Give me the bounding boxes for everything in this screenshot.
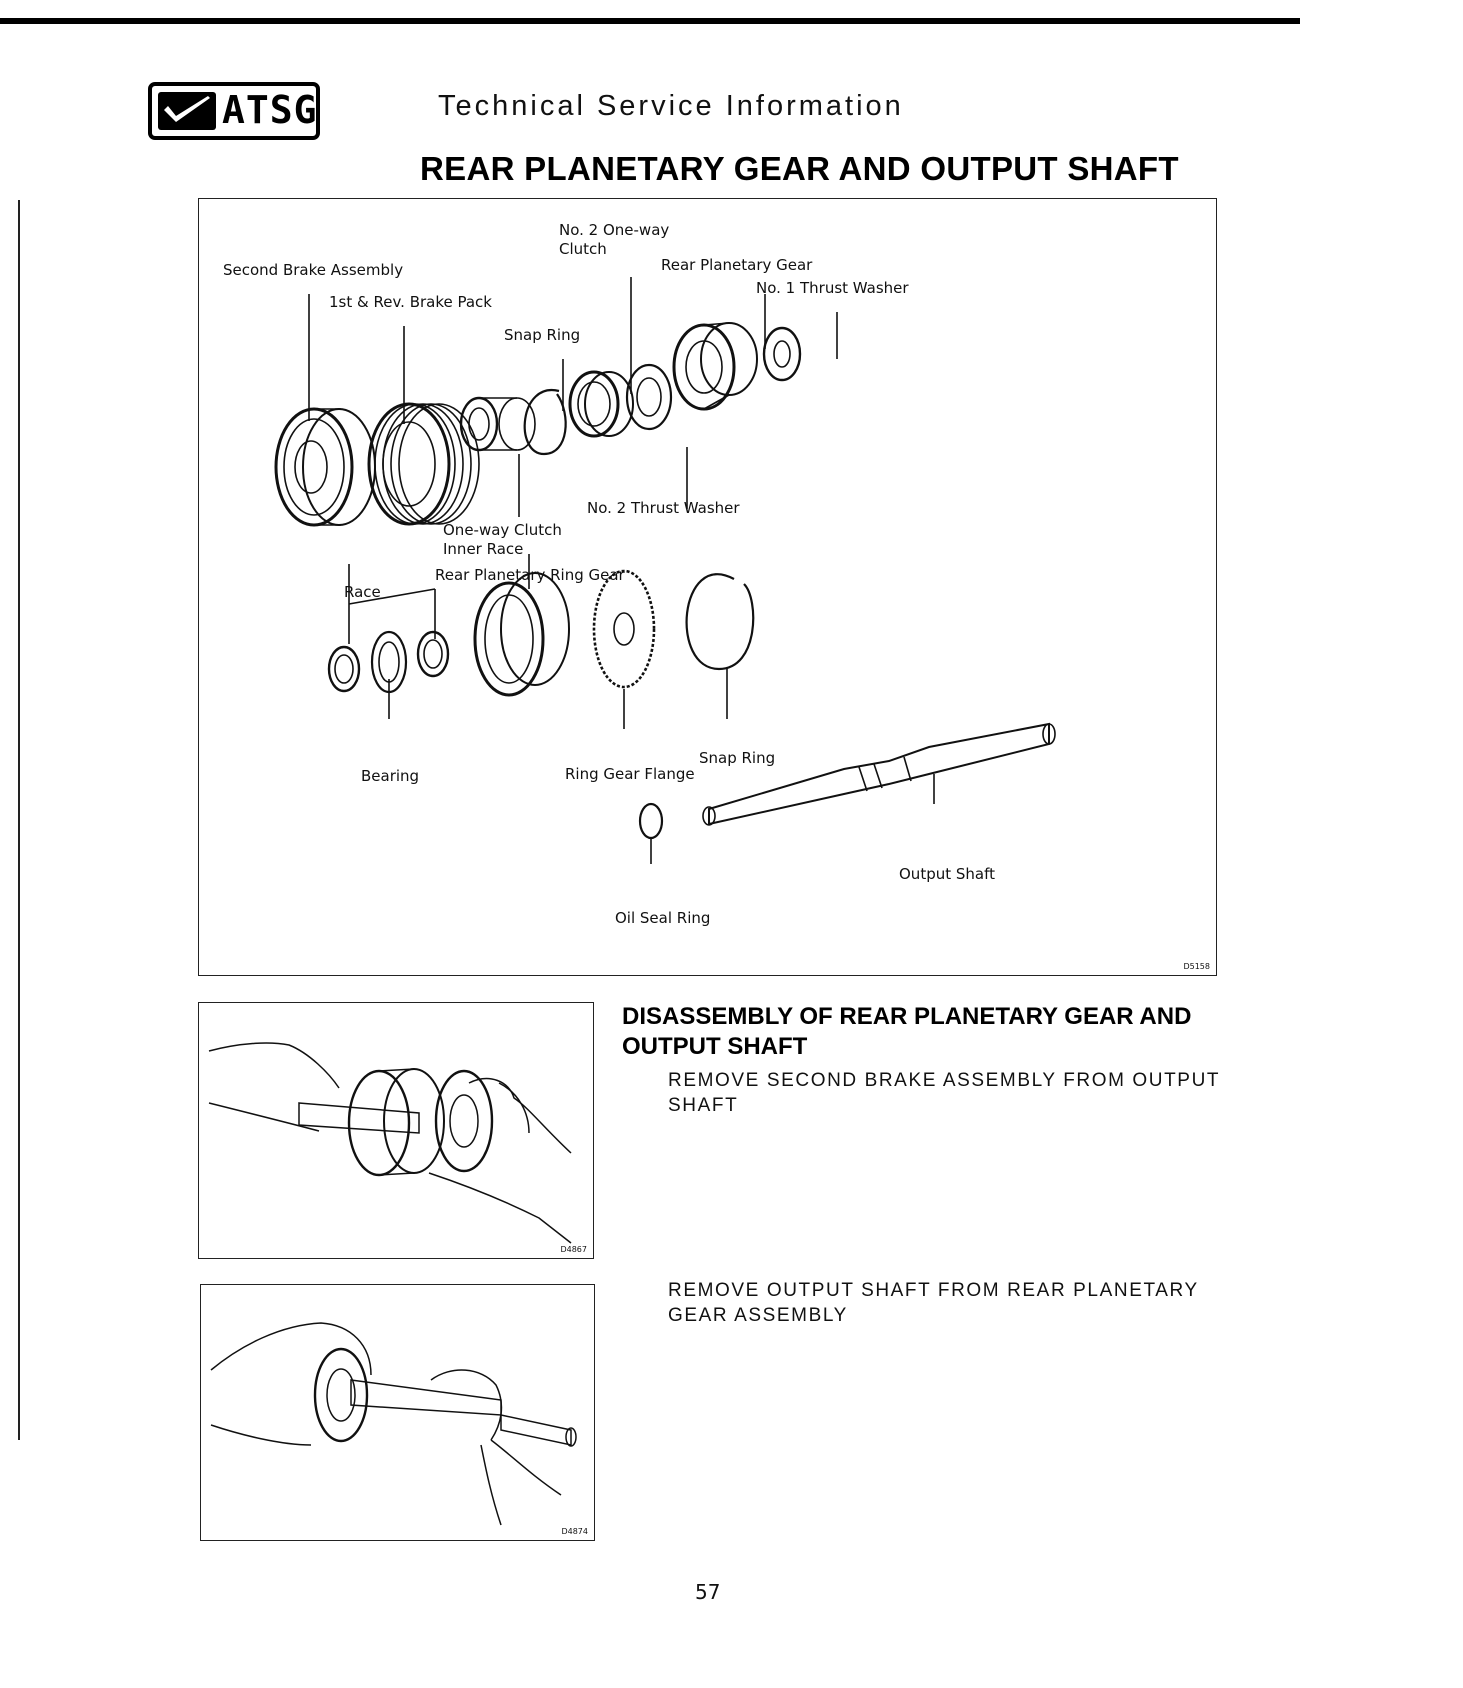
left-margin-rule	[18, 200, 20, 1440]
label-one-way-clutch-2-line2: Clutch	[559, 240, 607, 258]
diagram-figure-code: D5158	[1183, 962, 1210, 971]
page-number: 57	[695, 1580, 721, 1604]
label-snap-ring-bottom: Snap Ring	[699, 749, 776, 767]
atsg-logo: ATSG	[148, 82, 320, 140]
page-title: REAR PLANETARY GEAR AND OUTPUT SHAFT	[420, 150, 1179, 187]
checkmark-icon	[158, 92, 216, 130]
label-second-brake: Second Brake Assembly	[223, 261, 404, 279]
label-race: Race	[344, 583, 381, 601]
hands-disassembly-illustration-1	[208, 1042, 572, 1244]
exploded-parts-diagram: Second Brake Assembly 1st & Rev. Brake P…	[198, 198, 1217, 976]
label-ring-gear-flange: Ring Gear Flange	[565, 765, 695, 783]
parts-drawing	[274, 277, 1056, 864]
top-rule	[0, 18, 1300, 24]
photo2-figure-code: D4874	[561, 1527, 588, 1536]
logo-text: ATSG	[222, 88, 318, 132]
label-inner-race-line2: Inner Race	[443, 540, 524, 558]
label-output-shaft: Output Shaft	[899, 865, 995, 883]
label-ring-gear: Rear Planetary Ring Gear	[435, 566, 625, 584]
label-oil-seal-ring: Oil Seal Ring	[615, 909, 711, 927]
photo-remove-second-brake: D4867	[198, 1002, 594, 1259]
step-2-text: REMOVE OUTPUT SHAFT FROM REAR PLANETARY …	[668, 1280, 1199, 1326]
label-bearing: Bearing	[361, 767, 420, 785]
section-title: DISASSEMBLY OF REAR PLANETARY GEAR AND O…	[622, 1003, 1192, 1060]
label-brake-pack: 1st & Rev. Brake Pack	[329, 293, 492, 311]
label-one-way-clutch-2-line1: No. 2 One-way	[559, 221, 670, 239]
label-inner-race-line1: One-way Clutch	[443, 521, 562, 539]
photo1-figure-code: D4867	[560, 1245, 587, 1254]
service-title: Technical Service Information	[438, 90, 904, 122]
label-thrust-washer-1: No. 1 Thrust Washer	[756, 279, 909, 297]
label-thrust-washer-2: No. 2 Thrust Washer	[587, 499, 740, 517]
hands-disassembly-illustration-2	[210, 1322, 577, 1526]
step-1-text: REMOVE SECOND BRAKE ASSEMBLY FROM OUTPUT…	[668, 1070, 1220, 1116]
label-rear-planetary-gear: Rear Planetary Gear	[661, 256, 813, 274]
label-snap-ring-top: Snap Ring	[504, 326, 581, 344]
photo-remove-output-shaft: D4874	[200, 1284, 595, 1541]
